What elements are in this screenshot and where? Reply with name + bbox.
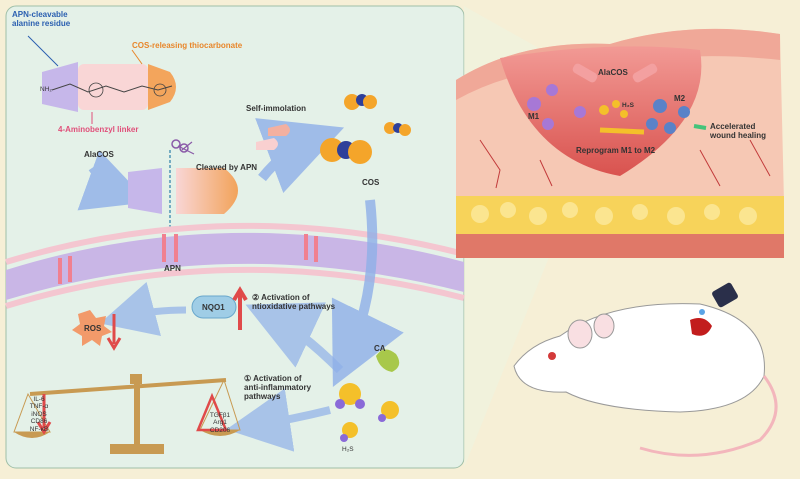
h2s-molecules (335, 383, 399, 442)
label-nqo1: NQO1 (202, 303, 225, 312)
blood-vessels (479, 139, 771, 189)
arrow-h2s-to-nqo1 (245, 302, 344, 374)
scale-left-item: CD86 (30, 418, 48, 426)
reprogram-arrow (599, 127, 645, 135)
arrow-h2s-to-scale (226, 388, 331, 452)
cos-leader (131, 49, 143, 65)
scale-left-down-arrow (36, 394, 52, 435)
scale-left-item: IL-6 (33, 396, 45, 403)
scale-right-item: TGFβ1 (209, 412, 231, 419)
label-reprogram: Reprogram M1 to M2 (576, 146, 656, 155)
label-cleaved-by-apn: Cleaved by APN (196, 163, 258, 172)
mouse-illustration (513, 303, 778, 457)
m2-macrophages (646, 99, 690, 134)
label-apn-cleavable: APN-cleavable alanine residue (12, 10, 71, 29)
label-ros: ROS (84, 324, 102, 333)
healing-arrow (693, 124, 707, 130)
label-m2: M2 (674, 94, 686, 103)
label-alacos-left: AlaCOS (84, 150, 114, 159)
label-m1: M1 (528, 112, 540, 121)
scale-right-up-arrow (196, 392, 228, 432)
label-self-immolation: Self-immolation (246, 104, 307, 113)
alacos-droppers (572, 63, 658, 83)
apn-leader (27, 35, 59, 67)
label-cos: COS (362, 178, 380, 187)
label-linker: 4-Aminobenzyl linker (58, 125, 139, 134)
scissors-icon (171, 139, 195, 155)
ros-down-arrow (106, 314, 122, 351)
label-activation-antiinflammatory: ① Activation of anti-inflammatory pathwa… (244, 374, 312, 402)
alacos-molecule (42, 62, 176, 112)
ros-burst (72, 310, 112, 346)
scale-right-item: CD206 (209, 426, 231, 434)
scale-left-item: NF-κB (29, 425, 49, 433)
nqo1-up-arrow (232, 286, 248, 330)
label-activation-antioxidative: ② Activation of ntioxidative pathways (252, 293, 336, 312)
arrow-to-cos (255, 118, 345, 194)
scale-left-list: IL-6 TNF-α iNOS CD86 NF-κB (26, 396, 52, 433)
scale-left-item: iNOS (31, 410, 47, 418)
label-apn: APN (164, 264, 181, 273)
label-alacos-wound: AlaCOS (598, 68, 628, 77)
balance-scale (13, 374, 241, 454)
apn-receptors (58, 234, 318, 284)
arrow-nqo1-to-ros (99, 281, 187, 337)
cleaved-prodrug (128, 150, 238, 232)
m1-macrophages (527, 84, 586, 130)
skin-block (456, 28, 784, 258)
label-h2s-left: H₂S (342, 446, 354, 453)
arrow-cos-to-h2s (331, 199, 404, 387)
scale-right-item: Arg1 (213, 419, 227, 427)
nqo1-pill (191, 295, 237, 319)
scale-right-list: TGFβ1 Arg1 CD206 (204, 412, 236, 434)
arrow-alacos-down (77, 150, 149, 211)
label-h2s-wound: H₂S (622, 102, 634, 109)
dropper-bottle (699, 282, 738, 315)
h2s-wound-molecules (599, 100, 628, 118)
fat-cells (471, 202, 757, 225)
cos-molecules (320, 94, 411, 164)
ca-enzyme (376, 349, 400, 372)
label-accelerated: Accelerated wound healing (710, 122, 766, 141)
scale-left-item: TNF-α (29, 403, 49, 411)
label-nh2: NH₂ (40, 86, 52, 93)
label-cos-releasing: COS-releasing thiocarbonate (132, 41, 243, 50)
label-ca: CA (374, 344, 386, 353)
cell-membrane (5, 222, 465, 309)
self-immolation-fragments (256, 124, 290, 150)
